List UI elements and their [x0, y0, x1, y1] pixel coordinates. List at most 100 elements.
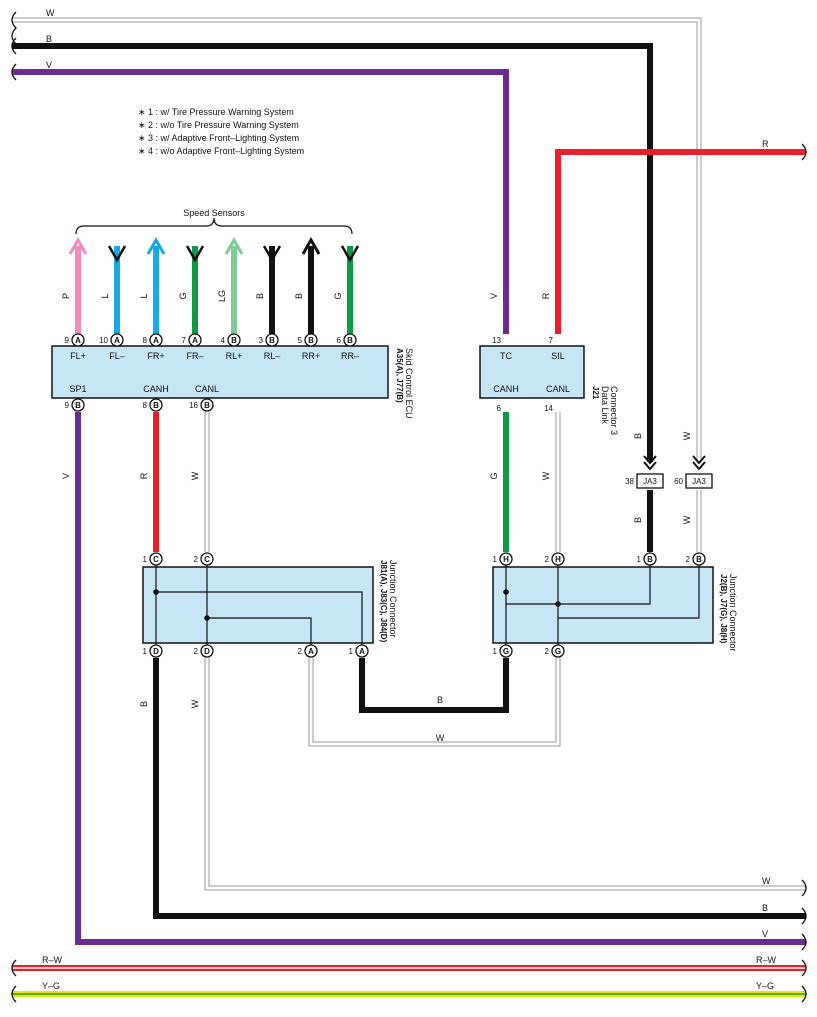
label-sp1-v: V — [61, 473, 71, 479]
ecu-terminal-label: FR– — [186, 351, 203, 361]
ecu-terminal-label: RR+ — [302, 351, 320, 361]
jc-left-top-pin-2: C2 — [194, 552, 214, 566]
jc-left-bottom-pin-4: A1 — [349, 644, 369, 658]
sensor-wire-color-label: G — [178, 292, 188, 299]
splice-dot — [153, 589, 159, 595]
label-dlc-canl-w: W — [541, 471, 551, 480]
pin-circle — [149, 398, 163, 412]
pin-number: 10 — [99, 336, 108, 345]
pin-connector-letter: A — [153, 336, 159, 345]
jc-right-caption: J2(B), J7(G), J8(H) Junction Connector — [719, 574, 738, 652]
sensor-wire-color-label: LG — [217, 290, 227, 302]
pin-circle — [227, 333, 241, 347]
pin-connector-letter: A — [308, 647, 314, 656]
ecu-terminal-label: FL– — [109, 351, 125, 361]
speed-sensor-wire-4: G — [178, 245, 205, 334]
pin-connector-letter: G — [503, 647, 509, 656]
dlc-terminal-label: CANH — [493, 384, 519, 394]
pin-number: 1 — [493, 555, 498, 564]
label-top-v: V — [46, 60, 52, 70]
pin-connector-letter: A — [75, 336, 81, 345]
jc-right-top-pin-1: H1 — [493, 552, 513, 566]
junction-connector-right — [492, 566, 714, 644]
label-bottom-w: W — [762, 876, 771, 886]
ecu-top-pin-1: A9 — [65, 333, 85, 347]
splice-dot — [204, 615, 210, 621]
ja3-label: JA3 — [692, 477, 706, 486]
pin-circle — [692, 552, 706, 566]
pin-number: 2 — [194, 555, 199, 564]
pin-circle — [355, 644, 369, 658]
pin-connector-letter: B — [204, 401, 210, 410]
ecu-terminal-label: RL+ — [226, 351, 243, 361]
label-red-r: R — [762, 139, 769, 149]
ecu-top-pin-3: A8 — [143, 333, 163, 347]
wire-bridge-b — [359, 658, 509, 713]
jc-left-bottom-pin-3: A2 — [298, 644, 318, 658]
ecu-terminal-label: RR– — [341, 351, 359, 361]
break-marks-right — [801, 143, 807, 1003]
ecu-bottom-pin-3: B16 — [189, 398, 214, 412]
pin-connector-letter: C — [204, 555, 210, 564]
ja3-pin-number: 60 — [674, 477, 683, 486]
label-ja3-in-w: W — [682, 431, 692, 440]
ja3-pin-number: 38 — [625, 477, 634, 486]
pin-circle — [304, 644, 318, 658]
label-dlc-canh-g: G — [489, 472, 499, 479]
label-ja3-out-w: W — [682, 515, 692, 524]
jc-left-bottom-pin-2: D2 — [194, 644, 214, 658]
ecu-top-pin-2: A 10 — [99, 333, 124, 347]
ecu-top-pin-5: B4 — [221, 333, 241, 347]
pin-connector-letter: B — [231, 336, 237, 345]
pin-connector-letter: A — [114, 336, 120, 345]
pin-connector-letter: B — [347, 336, 353, 345]
ecu-top-pin-4: A7 — [182, 333, 202, 347]
dlc-code: J21 — [591, 386, 600, 400]
ecu-bottom-pin-2: B8 — [143, 398, 163, 412]
pin-circle — [343, 333, 357, 347]
ecu-terminal-label: CANH — [143, 384, 169, 394]
jc-right-name: Junction Connector — [728, 574, 738, 652]
wire-sp1-v — [75, 412, 806, 945]
chevron-down-icon — [262, 245, 282, 263]
wire-jc-d1-b — [153, 658, 806, 919]
label-jc-d1-b: B — [139, 701, 149, 707]
pin-number: 7 — [182, 336, 187, 345]
pin-number: 1 — [493, 647, 498, 656]
jc-right-code: J2(B), J7(G), J8(H) — [719, 574, 728, 644]
pin-number: 6 — [337, 336, 342, 345]
sensor-wire-color-label: B — [255, 293, 265, 299]
speed-sensors-brace — [75, 217, 353, 235]
junction-connector-left — [142, 566, 374, 644]
wire-top-b — [12, 43, 653, 462]
dlc-terminal-label: TC — [500, 351, 512, 361]
sensor-wire-color-label: P — [61, 293, 71, 299]
pin-connector-letter: B — [153, 401, 159, 410]
pin-circle — [551, 552, 565, 566]
ecu-code: A35(A), J77(B) — [395, 348, 404, 403]
pin-circle — [71, 398, 85, 412]
pin-circle — [188, 333, 202, 347]
pin-connector-letter: B — [75, 401, 81, 410]
pin-circle — [149, 644, 163, 658]
arrow-up-icon — [146, 236, 166, 255]
label-rw-right: R–W — [756, 955, 777, 965]
pin-number: 4 — [221, 336, 226, 345]
pin-number: 8 — [143, 336, 148, 345]
label-yg-left: Y–G — [42, 981, 60, 991]
notes: ∗ 1 : w/ Tire Pressure Warning System ∗ … — [138, 107, 304, 156]
speed-sensor-wire-8: G — [333, 245, 360, 334]
speed-sensor-wire-1: P — [61, 236, 88, 334]
ecu-bottom-pin-1: B9 — [65, 398, 85, 412]
pin-number: 2 — [545, 647, 550, 656]
pin-circle — [71, 333, 85, 347]
dlc-name-1: Data Link — [600, 386, 610, 425]
jc-left-bottom-pin-1: D1 — [143, 644, 163, 658]
pin-connector-letter: B — [308, 336, 314, 345]
ja3-box — [636, 473, 664, 489]
pin-number: 1 — [637, 555, 642, 564]
ja3-box — [685, 473, 713, 489]
splice-dot — [503, 589, 509, 595]
speed-sensor-wire-7: B — [294, 236, 321, 334]
